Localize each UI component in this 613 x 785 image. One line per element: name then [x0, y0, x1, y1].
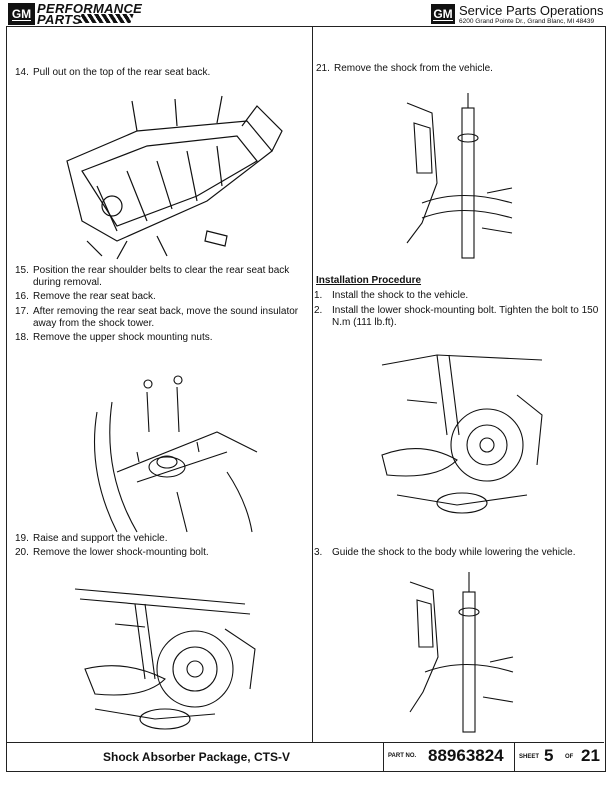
gm-logo-left: GM	[8, 3, 35, 25]
install-bolt-figure	[377, 345, 547, 525]
gm-logo-right: GM	[431, 4, 455, 24]
guide-shock-figure	[405, 572, 517, 737]
column-divider	[312, 27, 313, 742]
brand-line-2: PARTS	[37, 12, 82, 27]
lower-shock-bolt-figure	[65, 569, 265, 737]
shock-tower-nuts-figure	[77, 372, 262, 537]
part-number-box: PART NO. 88963824	[383, 743, 515, 771]
brand-line-1: PERFORMANCE	[37, 1, 143, 16]
org-address: 6200 Grand Pointe Dr., Grand Blanc, MI 4…	[459, 18, 595, 25]
installation-heading: Installation Procedure	[316, 275, 422, 286]
sheet-label: SHEET	[519, 754, 540, 760]
checkered-flag-icon	[78, 14, 134, 23]
page-footer: Shock Absorber Package, CTS-V PART NO. 8…	[7, 742, 604, 771]
document-title: Shock Absorber Package, CTS-V	[103, 750, 290, 764]
org-name: Service Parts Operations	[459, 3, 604, 18]
rear-seat-back-figure	[57, 91, 287, 261]
document-page: 14. Pull out on the top of the rear seat…	[6, 26, 606, 772]
sheet-total: 21	[581, 746, 600, 765]
shock-removal-figure	[402, 93, 517, 273]
sheet-number: 5	[544, 746, 554, 765]
page-header: GM PERFORMANCE PARTS GM Service Parts Op…	[0, 0, 613, 27]
part-number-label: PART NO.	[388, 753, 417, 759]
part-number: 88963824	[428, 746, 504, 765]
of-label: OF	[565, 754, 574, 760]
